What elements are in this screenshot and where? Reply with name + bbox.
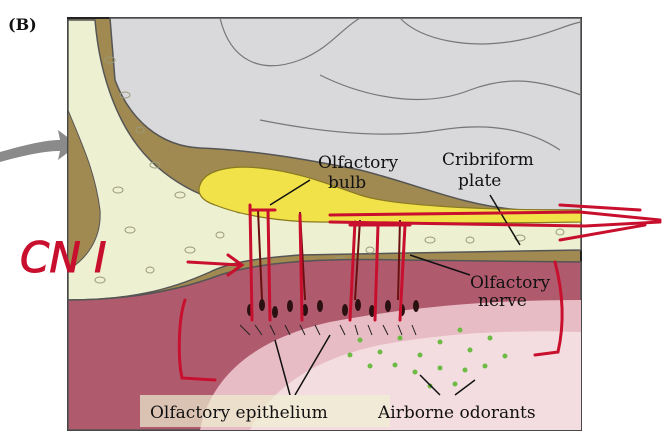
cilia [239, 324, 417, 336]
olfactory-nerve-label-2: nerve [478, 291, 527, 311]
cribriform-label-2: plate [458, 171, 501, 191]
cribriform-label-1: Cribriform [442, 150, 534, 170]
brain-fold [399, 17, 582, 45]
panel-label: (B) [8, 15, 37, 34]
brain-fold [259, 119, 561, 151]
airborne-odorants-label: Airborne odorants [377, 403, 536, 423]
brain-region [109, 17, 582, 211]
brain-fold [219, 17, 361, 67]
olfactory-bulb-label-2: bulb [328, 173, 366, 193]
gray-arrow-icon [0, 130, 78, 162]
leader-lines [269, 179, 521, 396]
olfactory-epithelium-label: Olfactory epithelium [150, 403, 328, 423]
brain-fold [319, 74, 582, 100]
epithelium-label-bg [140, 395, 390, 427]
olfactory-bulb-label-1: Olfactory [318, 153, 399, 173]
handwritten-cn-label: CN I [20, 233, 106, 282]
olfactory-nerve-label-1: Olfactory [470, 273, 551, 293]
handwritten-annotations [177, 203, 662, 382]
olfactory-bulb [198, 166, 582, 224]
bone-shadow [67, 109, 101, 271]
